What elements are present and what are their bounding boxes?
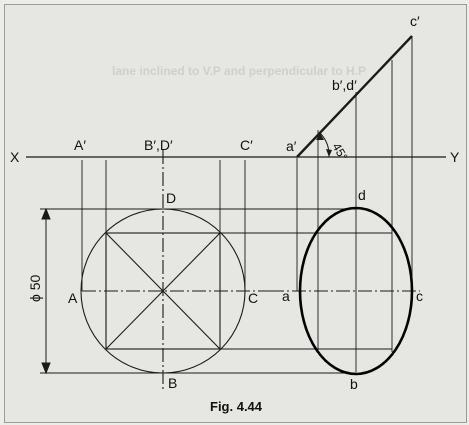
label-a-prime: a′ bbox=[286, 138, 297, 154]
ellipse-top-view bbox=[298, 206, 414, 376]
label-b: b bbox=[350, 376, 358, 392]
angle-arrow-top bbox=[316, 133, 324, 140]
top-view bbox=[80, 150, 270, 390]
background-text: lane inclined to V.P and perpendicular t… bbox=[112, 64, 366, 78]
label-c: c bbox=[416, 288, 423, 304]
diameter-dimension bbox=[41, 207, 51, 375]
projectors bbox=[40, 36, 420, 374]
angle-label: 45° bbox=[329, 141, 350, 164]
label-D: D bbox=[166, 190, 176, 206]
label-C-prime: C′ bbox=[240, 137, 253, 153]
figure-caption: Fig. 4.44 bbox=[210, 399, 263, 414]
front-view-edge bbox=[296, 35, 413, 158]
dimension-label: ϕ 50 bbox=[27, 274, 43, 302]
label-C: C bbox=[248, 290, 258, 306]
label-x: X bbox=[10, 149, 20, 165]
label-y: Y bbox=[450, 149, 460, 165]
dimension-arrow-top bbox=[41, 207, 51, 220]
dimension-arrow-bottom bbox=[41, 362, 51, 375]
label-a: a bbox=[282, 288, 290, 304]
label-A-prime: A′ bbox=[74, 137, 86, 153]
label-A: A bbox=[68, 290, 78, 306]
page-background bbox=[4, 4, 467, 423]
label-B: B bbox=[168, 375, 177, 391]
label-bd-prime: b′,d′ bbox=[332, 77, 357, 93]
label-c-prime: c′ bbox=[410, 13, 420, 29]
label-d: d bbox=[358, 187, 366, 203]
label-BD-prime: B′,D′ bbox=[144, 137, 173, 153]
angle-arrow-bottom bbox=[326, 149, 332, 157]
